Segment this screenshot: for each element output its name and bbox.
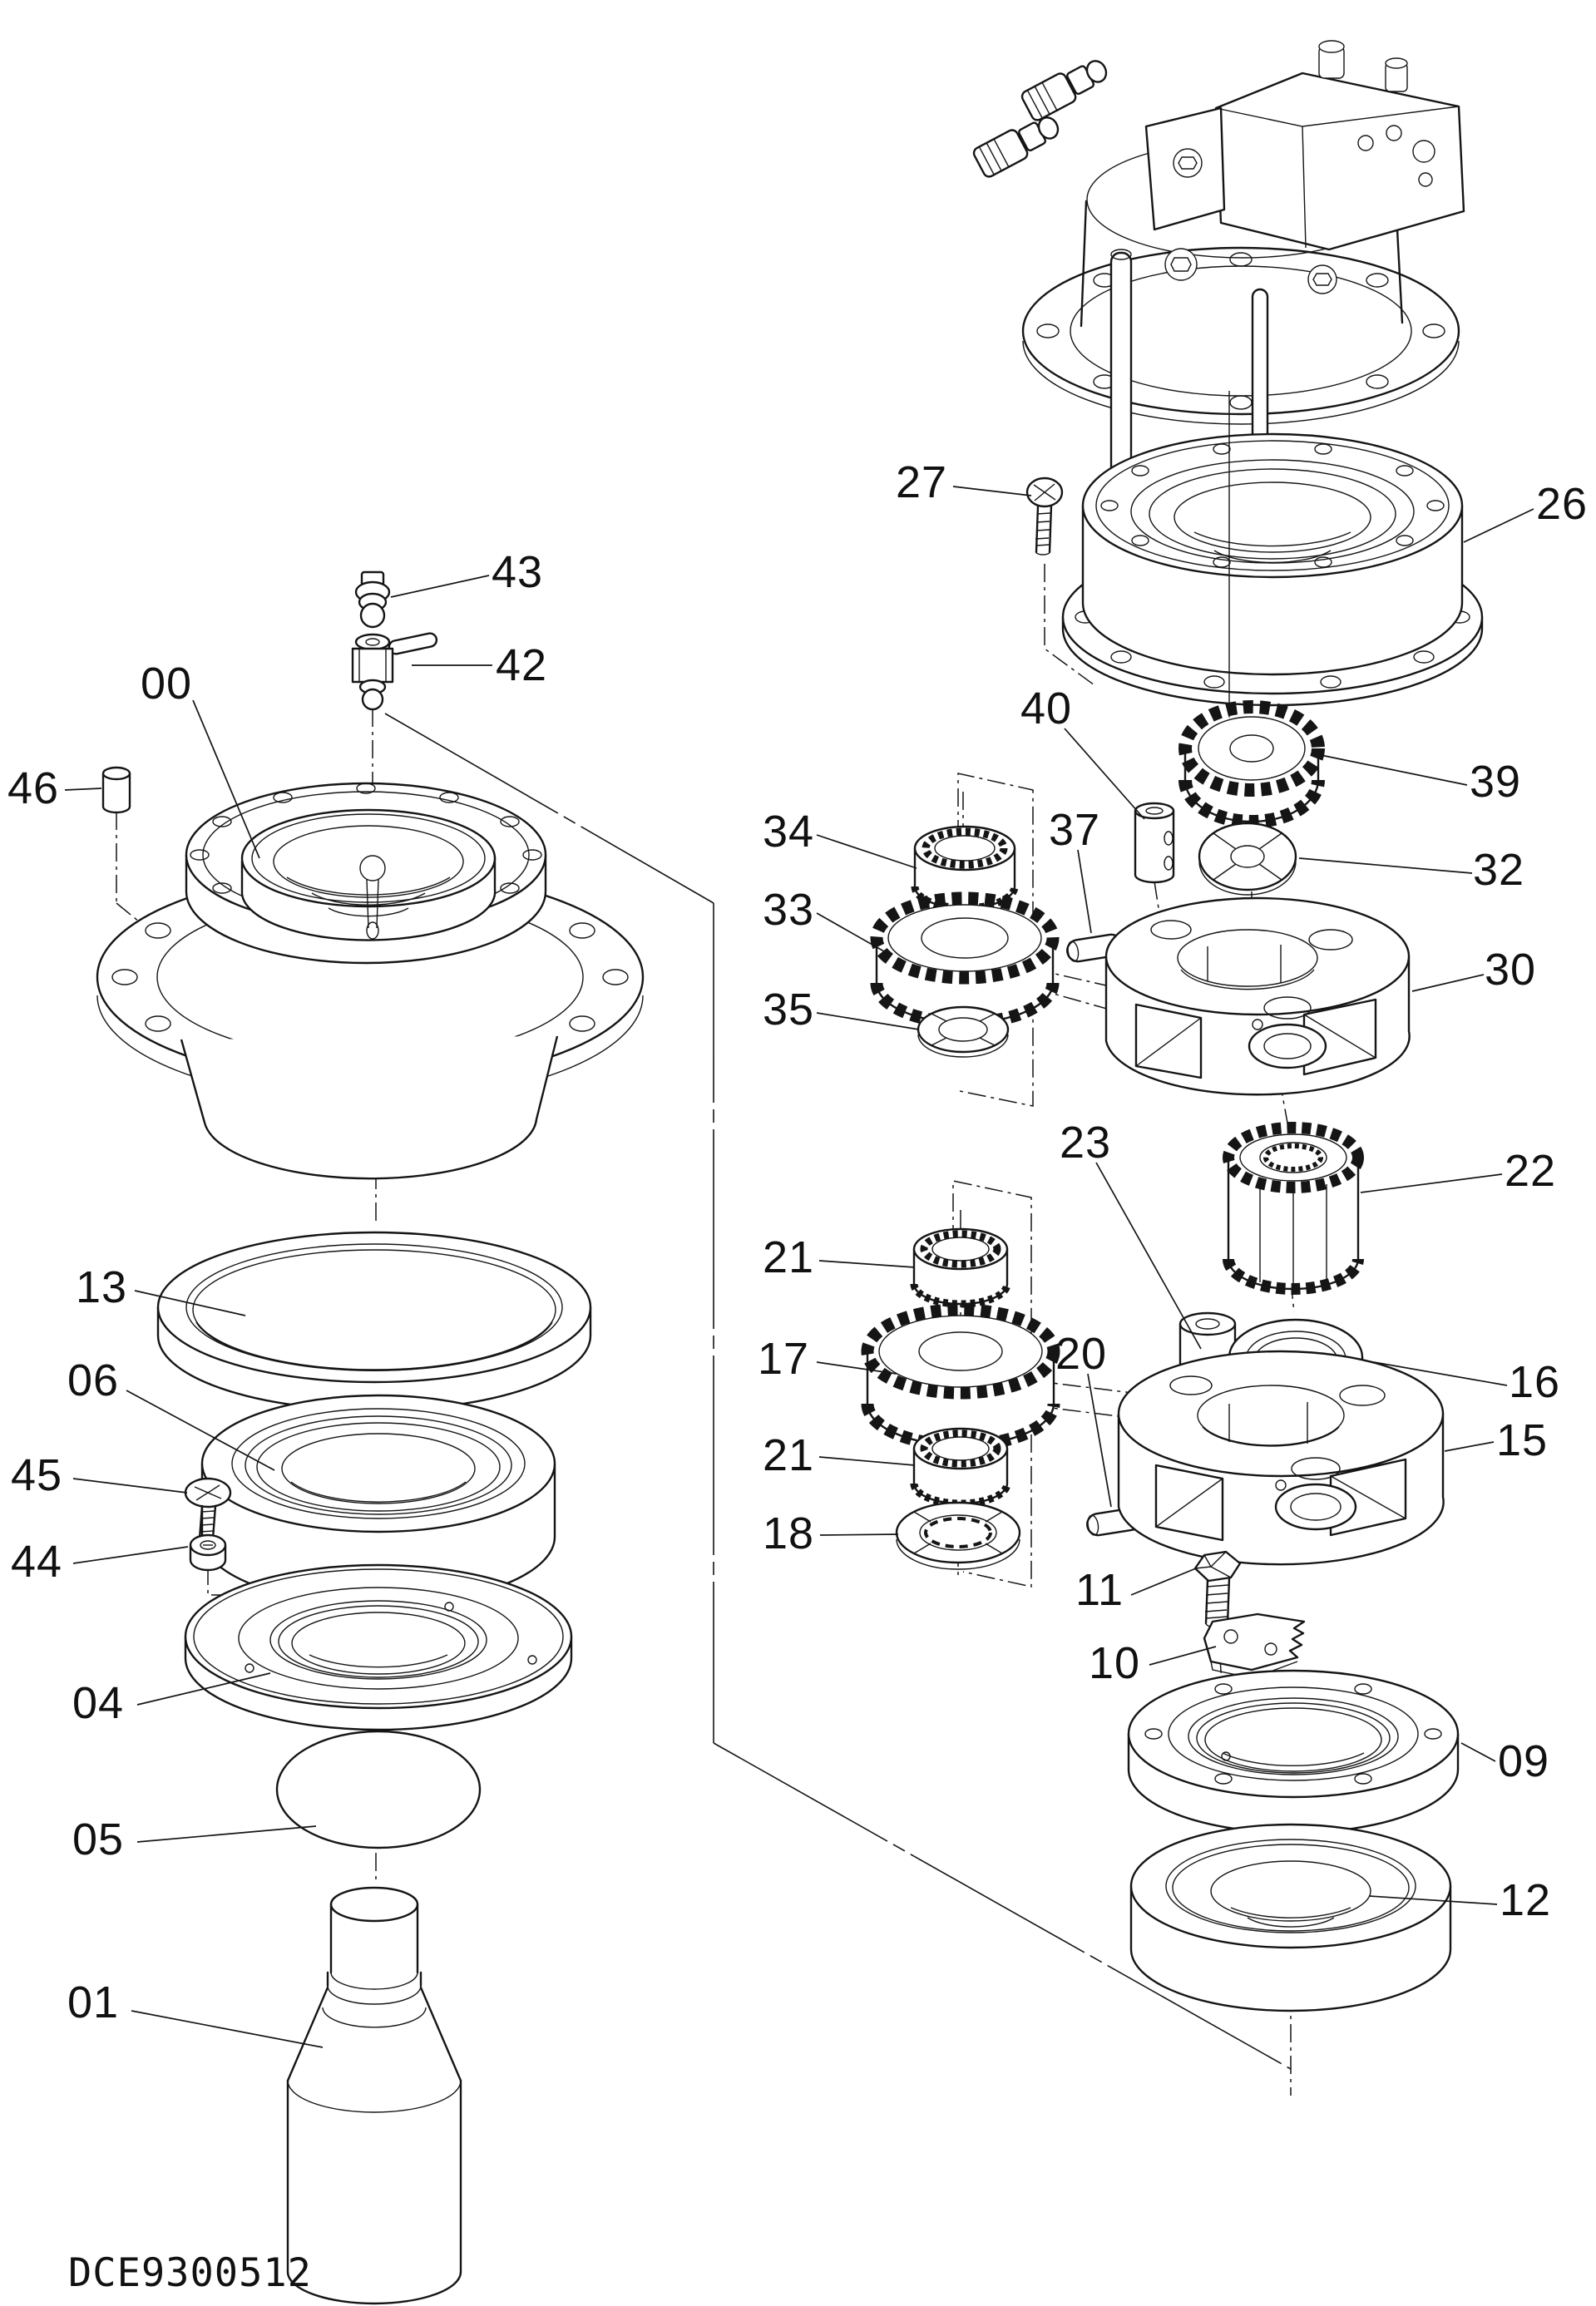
part-40-pin — [1134, 802, 1175, 884]
part-label-39: 39 — [1469, 757, 1522, 807]
part-label-10: 10 — [1088, 1638, 1141, 1688]
part-21-needle-bearing — [910, 1427, 1011, 1508]
part-44-nut — [189, 1533, 227, 1572]
part-label-40: 40 — [1020, 684, 1073, 733]
part-22-coupling-gear — [1223, 1122, 1364, 1295]
part-27-screw — [1025, 477, 1064, 556]
part-label-42: 42 — [495, 640, 548, 690]
part-label-11: 11 — [1075, 1565, 1124, 1615]
part-10-lock-plate — [1203, 1612, 1306, 1679]
part-label-09: 09 — [1497, 1736, 1550, 1786]
part-15-planet-carrier — [1117, 1350, 1445, 1566]
part-12-bearing-cup — [1129, 1823, 1452, 2012]
part-label-17: 17 — [757, 1334, 810, 1384]
part-04-seal-plate — [184, 1563, 573, 1731]
part-42-air-release-valve — [351, 632, 438, 711]
part-label-13: 13 — [75, 1262, 128, 1312]
part-label-26: 26 — [1535, 479, 1589, 529]
part-34-needle-bearing — [911, 825, 1019, 912]
part-swing-motor-assembly — [972, 40, 1465, 556]
part-label-34: 34 — [762, 807, 815, 857]
part-label-15: 15 — [1495, 1415, 1549, 1465]
part-11-bolt — [1193, 1550, 1242, 1628]
part-05-o-ring — [275, 1730, 482, 1849]
part-21-needle-bearing — [910, 1227, 1011, 1308]
part-label-21b: 21 — [762, 1430, 815, 1480]
part-26-gear-housing — [1061, 432, 1484, 707]
part-label-22: 22 — [1504, 1146, 1557, 1196]
part-label-46: 46 — [7, 763, 60, 813]
part-06-bearing — [200, 1394, 556, 1607]
part-33-planet-gear — [870, 891, 1060, 1030]
part-39-pinion-gear — [1178, 700, 1325, 828]
part-label-32: 32 — [1472, 845, 1525, 895]
part-label-12: 12 — [1499, 1875, 1552, 1925]
part-32-thrust-washer — [1198, 822, 1297, 896]
part-18-spline-washer — [895, 1501, 1021, 1570]
part-label-37: 37 — [1048, 805, 1101, 855]
hose-fitting — [972, 116, 1060, 178]
leader-lines — [64, 486, 1534, 2048]
part-30-planet-carrier — [1104, 896, 1411, 1096]
part-label-05: 05 — [72, 1815, 125, 1864]
part-label-01: 01 — [67, 1978, 120, 2027]
part-label-21: 21 — [762, 1232, 815, 1282]
part-label-20: 20 — [1055, 1329, 1108, 1379]
part-label-30: 30 — [1484, 945, 1537, 995]
part-00-housing — [96, 782, 645, 1180]
part-label-43: 43 — [491, 547, 544, 597]
part-label-18: 18 — [762, 1509, 815, 1558]
part-label-35: 35 — [762, 985, 815, 1034]
part-43-grease-fitting — [354, 570, 391, 629]
part-label-44: 44 — [10, 1537, 63, 1587]
part-label-04: 04 — [72, 1678, 125, 1728]
part-label-00: 00 — [140, 659, 193, 709]
part-label-45: 45 — [10, 1450, 63, 1500]
part-label-27: 27 — [895, 457, 948, 507]
part-46-pin — [101, 766, 131, 814]
part-13-ring — [156, 1231, 592, 1412]
drawing-code: DCE9300512 — [68, 2250, 312, 2296]
hose-fitting — [1020, 60, 1108, 121]
part-35-thrust-washer — [917, 1005, 1010, 1058]
part-09-retainer-ring — [1127, 1669, 1460, 1834]
part-01-shaft — [286, 1886, 462, 2305]
part-17-planet-gear — [861, 1303, 1060, 1452]
part-label-16: 16 — [1508, 1357, 1561, 1407]
part-label-06: 06 — [67, 1355, 120, 1405]
part-label-33: 33 — [762, 885, 815, 935]
part-label-23: 23 — [1059, 1118, 1112, 1168]
